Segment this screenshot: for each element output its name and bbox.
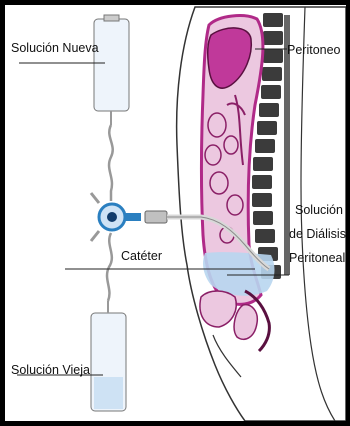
- lower-tubing: [107, 233, 112, 301]
- label-catheter: Catéter: [121, 249, 162, 263]
- label-new-solution: Solución Nueva: [11, 41, 99, 55]
- upper-tubing: [109, 125, 113, 201]
- diagram-panel: Solución Nueva Peritoneo Catéter Solució…: [5, 5, 346, 421]
- label-dialysis-line2: de Diálisis: [289, 227, 346, 241]
- label-dialysis-line3: Peritoneal: [289, 251, 345, 265]
- y-connector: [91, 193, 141, 241]
- old-solution-bag: [91, 301, 126, 411]
- label-peritoneum: Peritoneo: [287, 43, 341, 57]
- label-old-solution: Solución Vieja: [11, 363, 90, 377]
- label-dialysis-line1: Solución: [295, 203, 343, 217]
- new-solution-bag: [94, 15, 129, 125]
